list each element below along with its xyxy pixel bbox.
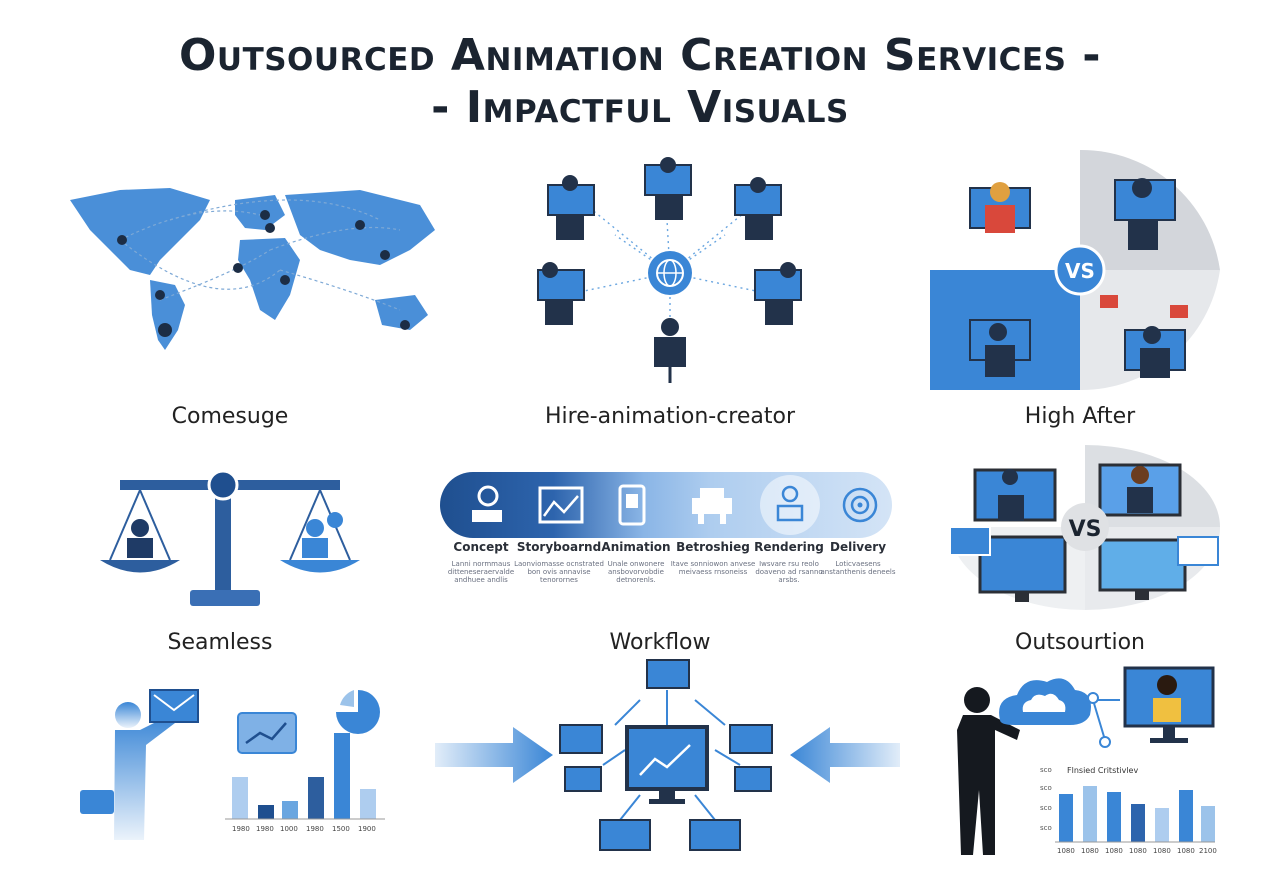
cloud-icon [999, 678, 1091, 725]
vs-badge-mid: VS [1069, 517, 1102, 542]
x-label: 1080 [1153, 847, 1171, 855]
chart-x-labels: 1980 1980 1000 1980 1500 1900 [232, 825, 376, 833]
y-label: ѕсо [1040, 824, 1052, 832]
person-icon [306, 519, 324, 537]
label-top-center: Hire-animation-creator [544, 404, 796, 429]
pipeline-icons [472, 475, 878, 535]
person-icon [114, 702, 175, 840]
monitor-icon [559, 659, 773, 851]
chart-bar [1201, 806, 1215, 842]
collaboration-hub [559, 659, 773, 851]
label-top-right: High After [1024, 404, 1136, 429]
mail-icon [1170, 305, 1188, 318]
person-silhouette-icon [957, 687, 1020, 855]
x-label: 1080 [1177, 847, 1195, 855]
vs-badge-top: VS [1065, 259, 1095, 283]
south-america-shape [150, 280, 185, 350]
chart-bar [334, 733, 350, 819]
chart-x-labels: 1080 1080 1080 1080 1080 1080 2100 [1057, 847, 1217, 855]
person-analytics: 1980 1980 1000 1980 1500 1900 [80, 689, 385, 840]
tablet-icon [618, 484, 646, 526]
monitor-icon [973, 463, 1187, 602]
x-label: 1080 [1057, 847, 1075, 855]
x-label: 1080 [1105, 847, 1123, 855]
chart-bar [1059, 794, 1073, 842]
page-title: Outsourced Animation Creation Services -… [0, 30, 1280, 134]
australia-shape [375, 295, 428, 330]
label-top-left: Comesuge [171, 404, 289, 429]
arrow-right-icon [435, 727, 553, 783]
chart-bar [1155, 808, 1169, 842]
camera-hand-icon [472, 485, 502, 522]
printer-icon [692, 488, 732, 524]
pie-chart-icon [336, 690, 380, 734]
x-label: 1080 [1129, 847, 1147, 855]
x-label: 2100 [1199, 847, 1217, 855]
x-label: 1980 [306, 825, 324, 833]
chart-bar [1107, 792, 1121, 842]
label-mid-left: Seamless [167, 630, 273, 655]
x-label: 1900 [358, 825, 376, 833]
africa-shape [238, 238, 300, 320]
chart-title: Flnsied Critstivlev [1067, 766, 1138, 775]
x-label: 1500 [332, 825, 350, 833]
chart-bar [1131, 804, 1145, 842]
y-label: ѕсо [1040, 784, 1052, 792]
x-label: 1980 [232, 825, 250, 833]
balance-scale-icon [100, 469, 360, 606]
label-mid-right: Outsourtion [1015, 630, 1145, 655]
world-map [70, 188, 435, 350]
label-mid-center: Workflow [609, 630, 711, 655]
chart-bar [1179, 790, 1193, 842]
y-label: ѕсо [1040, 766, 1052, 774]
y-label: ѕсо [1040, 804, 1052, 812]
vs-comparison-circle: VS [930, 149, 1220, 391]
network-diagram [537, 157, 802, 383]
chat-bubble-icon [1177, 536, 1219, 566]
chart-bar [308, 777, 324, 819]
central-monitor-icon [625, 725, 709, 791]
x-label: 1000 [280, 825, 298, 833]
chart-y-labels: ѕсо ѕсо ѕсо ѕсо [1040, 766, 1052, 832]
worker-icon [537, 157, 802, 383]
chart-card-icon [237, 712, 297, 754]
mail-icon [149, 689, 199, 723]
north-america-shape [70, 188, 210, 275]
title-line-1: Outsourced Animation Creation Services - [179, 30, 1101, 81]
target-icon [842, 487, 878, 523]
arrow-left-icon [790, 727, 900, 783]
mail-icon [1100, 295, 1118, 308]
x-label: 1080 [1081, 847, 1099, 855]
chat-bubble-icon [949, 526, 991, 556]
x-label: 1980 [256, 825, 274, 833]
chart-bar [232, 777, 248, 819]
chart-bar [360, 789, 376, 819]
briefcase-icon [80, 790, 114, 814]
chart-board-icon [538, 486, 584, 524]
chart-bar [1083, 786, 1097, 842]
worker-icon [969, 178, 1186, 378]
render-bulb-icon [776, 485, 804, 522]
vs-comparison-monitors: VS [949, 445, 1221, 610]
chart-bar [282, 801, 298, 819]
cloud-outsourcing: Flnsied Critstivlev ѕсо ѕсо ѕсо ѕсо 1080… [957, 666, 1217, 855]
map-pin-icon [117, 210, 410, 337]
europe-shape [235, 195, 285, 230]
title-line-2: - Impactful Visuals [431, 82, 849, 133]
chart-bar [258, 805, 274, 819]
person-icon [131, 519, 149, 537]
